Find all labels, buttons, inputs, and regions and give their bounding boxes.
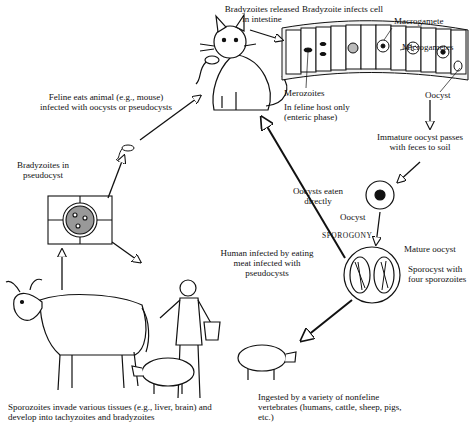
pseudocyst-cells <box>48 196 112 244</box>
stage-label: Oocysts eaten directly <box>288 186 348 206</box>
stage-label: Ingested by a variety of nonfeline verte… <box>258 392 418 422</box>
cycle-arrows <box>62 30 430 340</box>
stage-label: SPOROGONY <box>322 232 378 240</box>
stage-label: Merozoites <box>284 88 354 98</box>
stage-label: Bradyzoite infects cell <box>302 4 412 14</box>
mouse-drawing <box>116 145 134 160</box>
stage-label: Bradyzoites in pseudocyst <box>8 160 78 180</box>
cat-drawing <box>196 15 287 110</box>
stage-label: Oocyst <box>425 90 470 100</box>
stage-label: In feline host only (enteric phase) <box>284 102 374 122</box>
cow-drawing <box>6 279 149 390</box>
stage-label: Macrogamete <box>394 16 472 26</box>
stage-label: Oocyst <box>340 212 380 222</box>
stage-label: Microgametes <box>402 42 472 52</box>
stage-label: Bradyzoites released in intestine <box>222 4 302 24</box>
pig-drawings <box>132 345 296 394</box>
stage-label: Immature oocyst passes with feces to soi… <box>368 132 472 152</box>
stage-label: Human infected by eating meat infected w… <box>212 248 322 278</box>
stage-label: Sporozoites invade various tissues (e.g.… <box>8 402 228 422</box>
oocyst-drawings <box>344 181 400 303</box>
stage-label: Sporocyst with four sporozoites <box>408 264 472 284</box>
stage-label: Feline eats animal (e.g., mouse) infecte… <box>36 92 176 112</box>
stage-label: Mature oocyst <box>404 244 472 254</box>
